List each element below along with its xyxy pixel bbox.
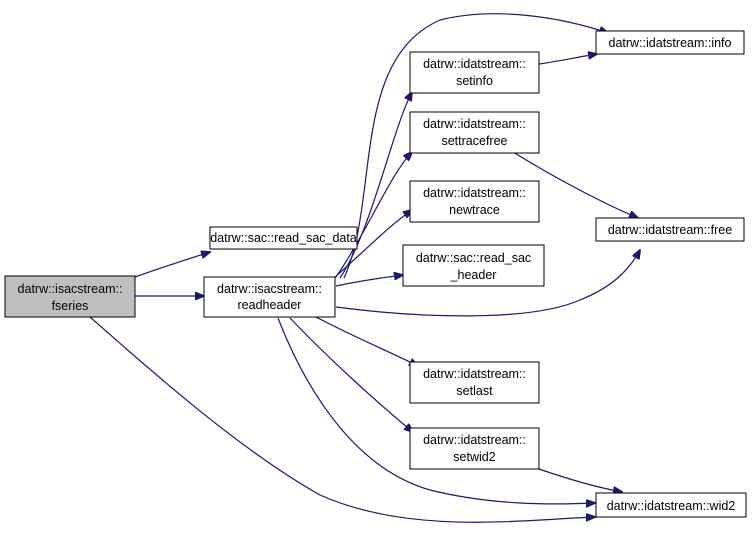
node-setlast-line-1: datrw::idatstream:: (423, 367, 526, 381)
edge-setinfo-info (538, 54, 597, 65)
node-info[interactable]: datrw::idatstream::info (595, 30, 745, 55)
node-fseries-line-2: fseries (52, 299, 89, 313)
node-newtrace-line-2: newtrace (449, 203, 500, 217)
node-settracefree-line-2: settracefree (441, 134, 507, 148)
node-setinfo-line-2: setinfo (456, 74, 493, 88)
edge-readheader-setwid2 (289, 317, 413, 432)
node-wid2-line-1: datrw::idatstream::wid2 (607, 499, 736, 513)
node-fseries[interactable]: datrw::isacstream:: fseries (4, 275, 136, 318)
node-setinfo-line-1: datrw::idatstream:: (423, 57, 526, 71)
node-newtrace-line-1: datrw::idatstream:: (423, 186, 526, 200)
node-readheader-line-1: datrw::isacstream:: (217, 282, 322, 296)
node-newtrace[interactable]: datrw::idatstream:: newtrace (409, 180, 540, 223)
node-settracefree-line-1: datrw::idatstream:: (423, 117, 526, 131)
edge-readheader-free (335, 250, 640, 317)
node-wid2[interactable]: datrw::idatstream::wid2 (595, 492, 747, 518)
edge-fseries-wid2 (89, 316, 595, 523)
edge-settracefree-free (512, 151, 638, 218)
node-read-sac-header[interactable]: datrw::sac::read_sac _header (402, 244, 545, 287)
node-fseries-line-1: datrw::isacstream:: (18, 282, 123, 296)
edge-readheader-wid2 (277, 317, 595, 504)
node-setlast-line-2: setlast (456, 384, 493, 398)
node-free[interactable]: datrw::idatstream::free (595, 217, 745, 242)
node-read-sac-data[interactable]: datrw::sac::read_sac_data (209, 226, 358, 250)
node-settracefree[interactable]: datrw::idatstream:: settracefree (409, 111, 540, 154)
edge-setwid2-wid2 (538, 468, 622, 492)
node-info-line-1: datrw::idatstream::info (609, 36, 732, 50)
edge-readheader-read_sac_header (335, 275, 403, 287)
edge-readheader-setlast (315, 316, 418, 366)
node-setlast[interactable]: datrw::idatstream:: setlast (409, 361, 540, 404)
node-read-sac-data-line-1: datrw::sac::read_sac_data (210, 231, 357, 245)
node-setwid2-line-2: setwid2 (453, 450, 495, 464)
node-read-sac-header-line-2: _header (450, 268, 497, 282)
node-read-sac-header-line-1: datrw::sac::read_sac (416, 251, 531, 265)
node-readheader-line-2: readheader (238, 298, 302, 312)
node-free-line-1: datrw::idatstream::free (608, 223, 732, 237)
edge-readheader-info (343, 13, 608, 279)
node-setwid2-line-1: datrw::idatstream:: (423, 433, 526, 447)
edge-readheader-setinfo (339, 92, 412, 279)
edge-readheader-newtrace (333, 210, 412, 279)
node-setwid2[interactable]: datrw::idatstream:: setwid2 (409, 427, 540, 470)
edge-fseries-read_sac_data (134, 252, 210, 278)
node-readheader[interactable]: datrw::isacstream:: readheader (203, 276, 336, 318)
edge-readheader-settracefree (335, 152, 412, 278)
node-setinfo[interactable]: datrw::idatstream:: setinfo (409, 51, 540, 94)
